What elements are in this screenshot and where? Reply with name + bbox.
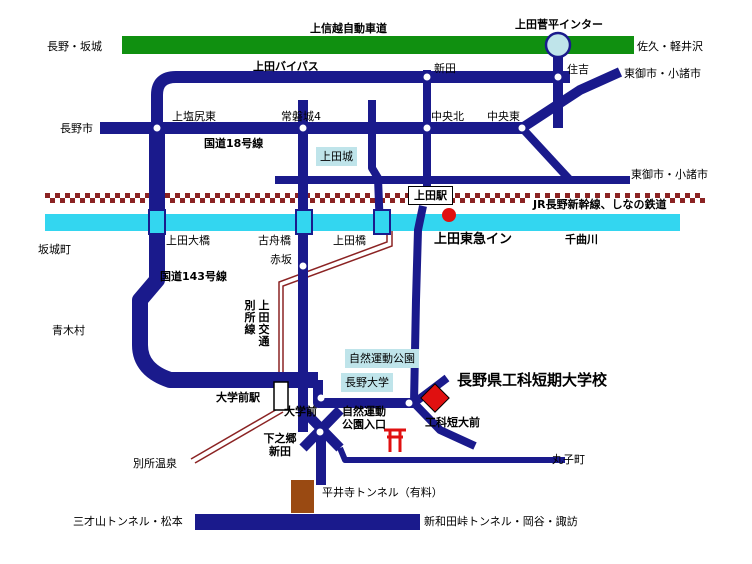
label-nagano-city: 長野市 <box>60 122 93 135</box>
label-univ-station: 大学前駅 <box>216 391 260 404</box>
label-higashi-south: 東御市・小諸市 <box>631 168 708 181</box>
school-icon <box>420 383 450 413</box>
label-sakaki: 坂城町 <box>38 243 71 256</box>
label-kouka-front: 工科短大前 <box>425 416 480 429</box>
river-band <box>45 214 680 231</box>
label-bridge-3: 上田橋 <box>333 234 366 247</box>
expressway-band <box>122 36 634 54</box>
label-route18: 国道18号線 <box>204 137 264 150</box>
bridge-marks <box>148 209 391 235</box>
label-chuo-kita: 中央北 <box>431 110 464 123</box>
label-river: 千曲川 <box>565 233 598 246</box>
label-maruko: 丸子町 <box>552 453 585 466</box>
label-school: 長野県工科短期大学校 <box>457 371 608 389</box>
junction-dots <box>153 73 562 436</box>
label-sanzaisan: 三才山トンネル・松本 <box>73 515 183 528</box>
label-kamishiojiri: 上塩尻東 <box>172 110 216 123</box>
label-shinwada: 新和田峠トンネル・岡谷・諏訪 <box>424 515 578 528</box>
label-route143: 国道143号線 <box>160 270 227 283</box>
label-hotel: 上田東急イン <box>434 232 513 247</box>
interchange-icon <box>544 31 572 59</box>
label-park: 自然運動公園 <box>345 349 419 368</box>
label-higashi-north: 東御市・小諸市 <box>624 67 701 80</box>
label-ueda-kotsu: 上田交通 <box>258 299 270 348</box>
tunnel-icon <box>291 480 314 513</box>
label-shinden: 新田 <box>434 62 456 75</box>
label-bypass: 上田バイパス <box>253 60 319 73</box>
label-aokimura: 青木村 <box>52 324 85 337</box>
univ-station-icon <box>273 381 289 411</box>
label-univ-front: 大学前 <box>284 405 317 418</box>
label-bridge-2: 古舟橋 <box>258 234 291 247</box>
label-chuo-higashi: 中央東 <box>487 110 520 123</box>
label-bessho-onsen: 別所温泉 <box>133 457 177 470</box>
bessho-line-track <box>190 231 393 464</box>
road-network <box>100 54 630 530</box>
label-jr-line: JR長野新幹線、しなの鉄道 <box>530 198 670 211</box>
label-bessho-line: 別所線 <box>244 299 256 336</box>
label-hiraiji-tunnel: 平井寺トンネル（有料） <box>322 486 443 499</box>
label-east-expressway: 佐久・軽井沢 <box>637 40 703 53</box>
label-interchange: 上田菅平インター <box>515 18 603 31</box>
label-tokiwagi: 常磐城4 <box>281 110 321 123</box>
station-dot <box>442 208 456 222</box>
label-shimonogo-shinden: 下之郷新田 <box>263 432 297 458</box>
label-nagano-univ: 長野大学 <box>341 373 393 392</box>
label-bridge-1: 上田大橋 <box>166 234 210 247</box>
label-park-entrance: 自然運動公園入口 <box>342 405 386 431</box>
label-sumiyoshi: 住吉 <box>567 63 589 76</box>
label-akasaka: 赤坂 <box>270 253 292 266</box>
label-expressway: 上信越自動車道 <box>310 22 387 35</box>
label-west-expressway: 長野・坂城 <box>47 40 102 53</box>
label-ueda-station: 上田駅 <box>408 186 453 205</box>
label-ueda-castle: 上田城 <box>316 147 357 166</box>
torii-icon <box>384 428 406 452</box>
